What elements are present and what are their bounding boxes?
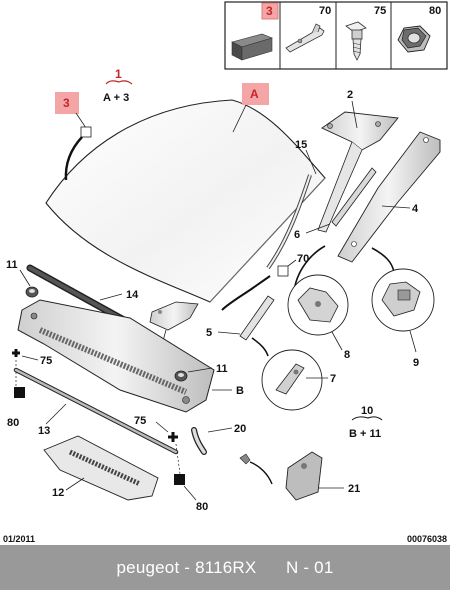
part-11-nut-right <box>174 367 213 382</box>
part-13-support-bar <box>13 367 179 455</box>
callout-12-label: 12 <box>52 487 64 499</box>
part-6-moulding <box>331 167 377 227</box>
part-5-strip <box>239 295 275 341</box>
callout-80b-label: 80 <box>196 501 208 513</box>
callout-b-label: B <box>236 385 244 397</box>
legend-clip-icon <box>285 23 325 53</box>
callout-8-label: 8 <box>344 349 350 361</box>
part-20-hose <box>191 427 207 455</box>
part-75-screw-right <box>155 421 181 475</box>
callout-70-label: 70 <box>297 253 309 265</box>
callout-a: A <box>232 83 269 133</box>
callout-4-label: 4 <box>412 203 419 215</box>
cowl-panel-b <box>17 299 215 413</box>
callout-6-label: 6 <box>294 229 300 241</box>
callout-11b-label: 11 <box>216 363 228 375</box>
callout-3: 3 <box>55 92 92 181</box>
part-21-clip <box>239 451 323 501</box>
legend-box: 3 70 75 80 <box>224 1 448 70</box>
legend-ref-3: 3 <box>266 4 273 18</box>
part-8-detail <box>287 245 349 336</box>
callout-1: 1 A + 3 <box>103 67 133 104</box>
callout-80a-label: 80 <box>7 417 19 429</box>
parts-diagram: 3 70 75 80 1 A + 3 <box>3 1 448 544</box>
footer-code: 00076038 <box>407 534 447 544</box>
callout-1-sub: A + 3 <box>103 92 129 104</box>
caption-banner: peugeot - 8116RX N - 01 <box>0 545 450 590</box>
part-70-clip <box>221 259 297 311</box>
part-80-nut-right <box>174 474 185 485</box>
callout-21-label: 21 <box>348 483 360 495</box>
footer-date: 01/2011 <box>3 534 35 544</box>
callout-10: 10 B + 11 <box>349 405 383 440</box>
callout-3-label: 3 <box>63 96 70 110</box>
part-7-detail <box>251 337 323 411</box>
part-4-pillar <box>337 131 441 263</box>
part-75-screw-left <box>12 349 39 386</box>
callout-1-label: 1 <box>115 67 122 81</box>
callout-11a-label: 11 <box>6 259 18 271</box>
legend-ref-80: 80 <box>429 5 441 17</box>
callout-a-label: A <box>250 87 259 101</box>
callout-2-label: 2 <box>347 89 353 101</box>
part-80-nut-left <box>14 387 25 398</box>
legend-screw-icon <box>345 21 367 61</box>
legend-ref-70: 70 <box>319 5 331 17</box>
callout-20-label: 20 <box>234 423 246 435</box>
part-12-grille <box>43 435 159 501</box>
part-15-seal <box>266 174 312 270</box>
windscreen <box>45 99 326 303</box>
callout-5-label: 5 <box>206 327 212 339</box>
part-2-bracket <box>317 111 399 233</box>
callout-10-label: 10 <box>361 405 373 417</box>
legend-ref-75: 75 <box>374 5 386 17</box>
callout-15-label: 15 <box>295 139 307 151</box>
part-11-nut-left <box>19 269 39 298</box>
callout-14-label: 14 <box>126 289 139 301</box>
callout-10-sub: B + 11 <box>349 428 381 440</box>
legend-nut-icon <box>397 25 431 53</box>
callout-13-label: 13 <box>38 425 50 437</box>
callout-9-label: 9 <box>413 357 419 369</box>
callout-7-label: 7 <box>330 373 336 385</box>
caption-text: peugeot - 8116RX N - 01 <box>116 557 334 577</box>
callout-75b-label: 75 <box>134 415 146 427</box>
callout-75a-label: 75 <box>40 355 52 367</box>
part-16-bracket <box>149 301 199 331</box>
legend-foam-block-icon <box>231 2 279 61</box>
part-9-detail <box>371 247 435 332</box>
